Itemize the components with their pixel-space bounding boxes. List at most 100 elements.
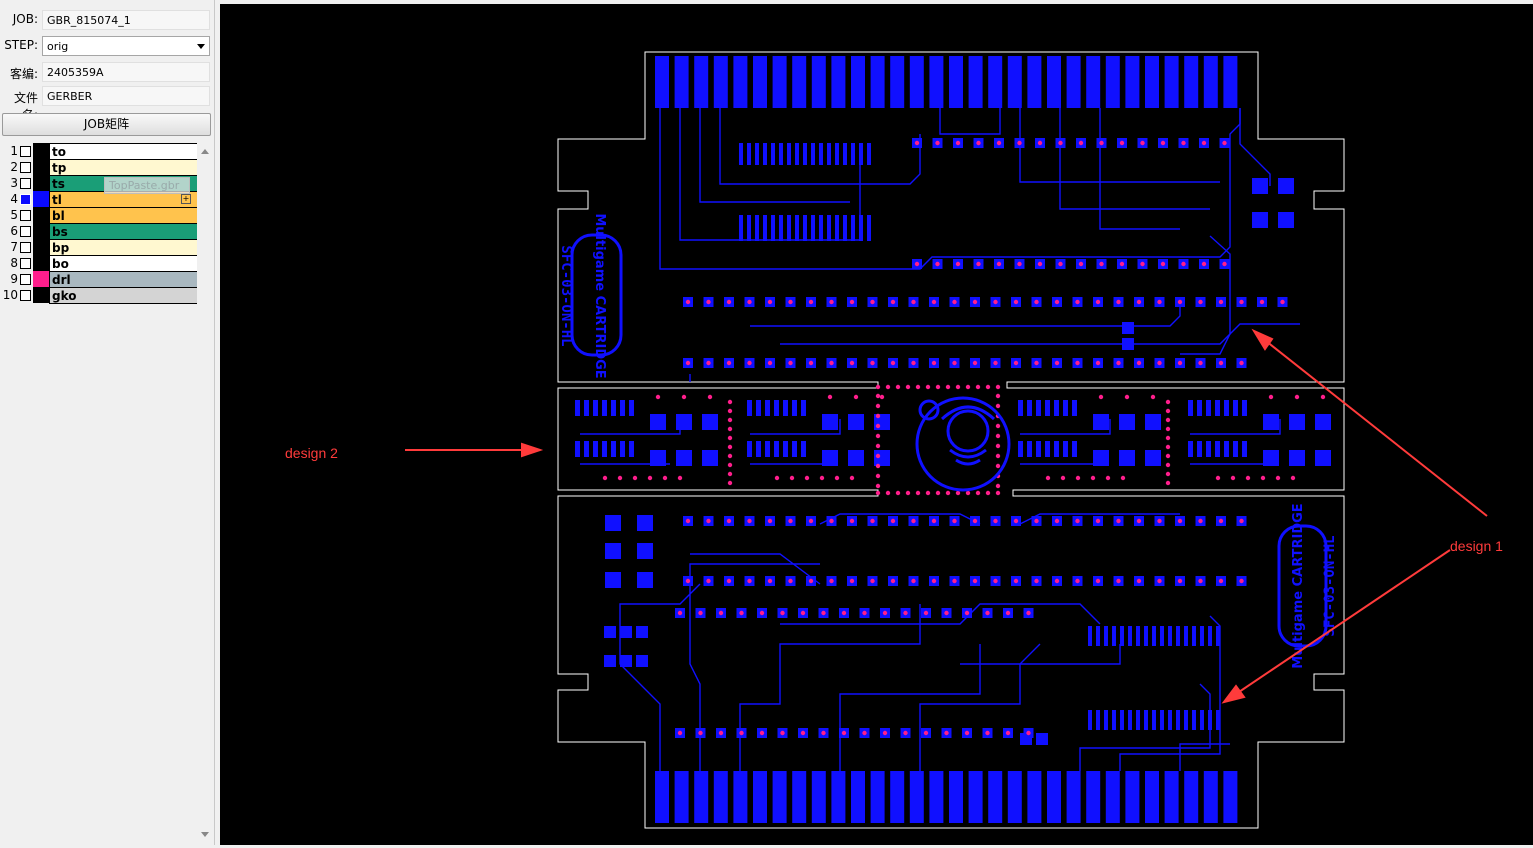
layer-name[interactable]: bp	[49, 239, 198, 256]
ic-pin	[629, 400, 634, 416]
drill-hole	[829, 518, 834, 524]
layer-visibility-checkbox[interactable]	[20, 210, 31, 221]
ic-pin	[1224, 441, 1229, 457]
drill-hole	[1058, 140, 1063, 146]
layer-color-swatch[interactable]	[33, 143, 49, 159]
pcb-canvas[interactable]: Multigame CARTRIDGE SFC-03-ON-HL Multiga…	[220, 4, 1533, 845]
drill-hole	[1198, 299, 1203, 305]
annotation-arrows	[405, 328, 1488, 704]
layer-visibility-checkbox[interactable]	[20, 162, 31, 173]
drill-hole	[862, 730, 867, 736]
ic-pin	[765, 400, 770, 416]
ic-pin	[1045, 400, 1050, 416]
job-field[interactable]: GBR_815074_1	[42, 10, 210, 30]
drill-hole	[1026, 730, 1031, 736]
drill-hole	[955, 140, 961, 146]
drill-hole	[829, 578, 834, 584]
copper-trace	[619, 563, 820, 771]
layer-color-swatch[interactable]	[33, 159, 49, 175]
drill-hole	[1198, 360, 1203, 366]
drill-hole	[1218, 578, 1224, 584]
layer-active-checkbox[interactable]	[20, 194, 31, 205]
ic-pin	[747, 441, 752, 457]
edge-finger	[674, 56, 689, 108]
edge-finger	[1007, 771, 1022, 823]
layer-color-swatch[interactable]	[33, 239, 49, 255]
drill-hole	[925, 384, 931, 390]
drill-hole	[915, 384, 921, 390]
edge-finger	[1203, 771, 1218, 823]
drill-hole	[677, 730, 683, 736]
edge-finger	[890, 56, 905, 108]
layer-visibility-checkbox[interactable]	[20, 226, 31, 237]
drill-hole	[1116, 299, 1121, 305]
ic-pin	[584, 441, 589, 457]
layer-name[interactable]: gko	[49, 287, 198, 304]
layer-visibility-checkbox[interactable]	[20, 178, 31, 189]
layer-color-swatch[interactable]	[33, 271, 49, 287]
layer-visibility-checkbox[interactable]	[20, 258, 31, 269]
drill-hole	[788, 360, 793, 366]
layer-name[interactable]: bs	[49, 223, 198, 240]
ic-pin	[1088, 626, 1092, 646]
layer-visibility-checkbox[interactable]	[20, 146, 31, 157]
ic-pin	[801, 441, 806, 457]
drill-hole	[829, 299, 834, 305]
grid-icon[interactable]: +	[181, 194, 191, 204]
ic-pin	[792, 400, 797, 416]
scroll-down-icon[interactable]	[201, 832, 209, 837]
file-name-field[interactable]: GERBER	[42, 86, 210, 106]
pcb-view[interactable]: Multigame CARTRIDGE SFC-03-ON-HL Multiga…	[220, 4, 1533, 845]
layer-name[interactable]: bo	[49, 255, 198, 272]
drill-hole	[647, 475, 653, 481]
layer-color-swatch[interactable]	[33, 287, 49, 303]
edge-finger	[851, 771, 865, 823]
scroll-up-icon[interactable]	[201, 149, 209, 154]
customer-code-field[interactable]: 2405359A	[42, 62, 210, 82]
layer-name[interactable]: drl	[49, 271, 198, 288]
smd-pad	[848, 414, 864, 430]
layer-color-swatch[interactable]	[33, 207, 49, 223]
drill-hole	[911, 578, 916, 584]
drill-hole	[727, 444, 733, 450]
smd-pad	[604, 626, 616, 638]
ic-pin	[629, 441, 634, 457]
layer-list-scrollbar[interactable]	[197, 143, 213, 843]
drill-hole	[993, 518, 998, 524]
layer-color-swatch[interactable]	[33, 223, 49, 239]
layer-color-swatch[interactable]	[20, 191, 49, 207]
drill-hole	[1095, 578, 1101, 584]
layer-name[interactable]: bl	[49, 207, 198, 224]
edge-finger	[1105, 56, 1120, 108]
layer-visibility-checkbox[interactable]	[20, 242, 31, 253]
ic-pin	[867, 215, 871, 241]
ic-pin	[859, 215, 863, 241]
layer-name[interactable]: to	[49, 143, 198, 160]
drill-hole	[1054, 578, 1060, 584]
chevron-down-icon[interactable]	[197, 44, 205, 49]
annotation-design-1: design 1	[1450, 538, 1503, 554]
layer-visibility-checkbox[interactable]	[20, 274, 31, 285]
ic-pin	[1242, 441, 1247, 457]
drill-hole	[698, 730, 703, 736]
step-select[interactable]: orig	[42, 36, 210, 56]
edge-finger	[1086, 56, 1101, 108]
drill-hole	[739, 610, 744, 616]
drill-hole	[1215, 475, 1221, 481]
layer-name[interactable]: tp	[49, 159, 198, 176]
ic-pin	[1136, 710, 1140, 730]
layer-color-swatch[interactable]	[33, 255, 49, 271]
job-matrix-button[interactable]: JOB矩阵	[2, 113, 211, 136]
layer-color-swatch[interactable]	[33, 175, 49, 191]
layer-visibility-checkbox[interactable]	[20, 290, 31, 301]
drill-hole	[1013, 518, 1019, 524]
